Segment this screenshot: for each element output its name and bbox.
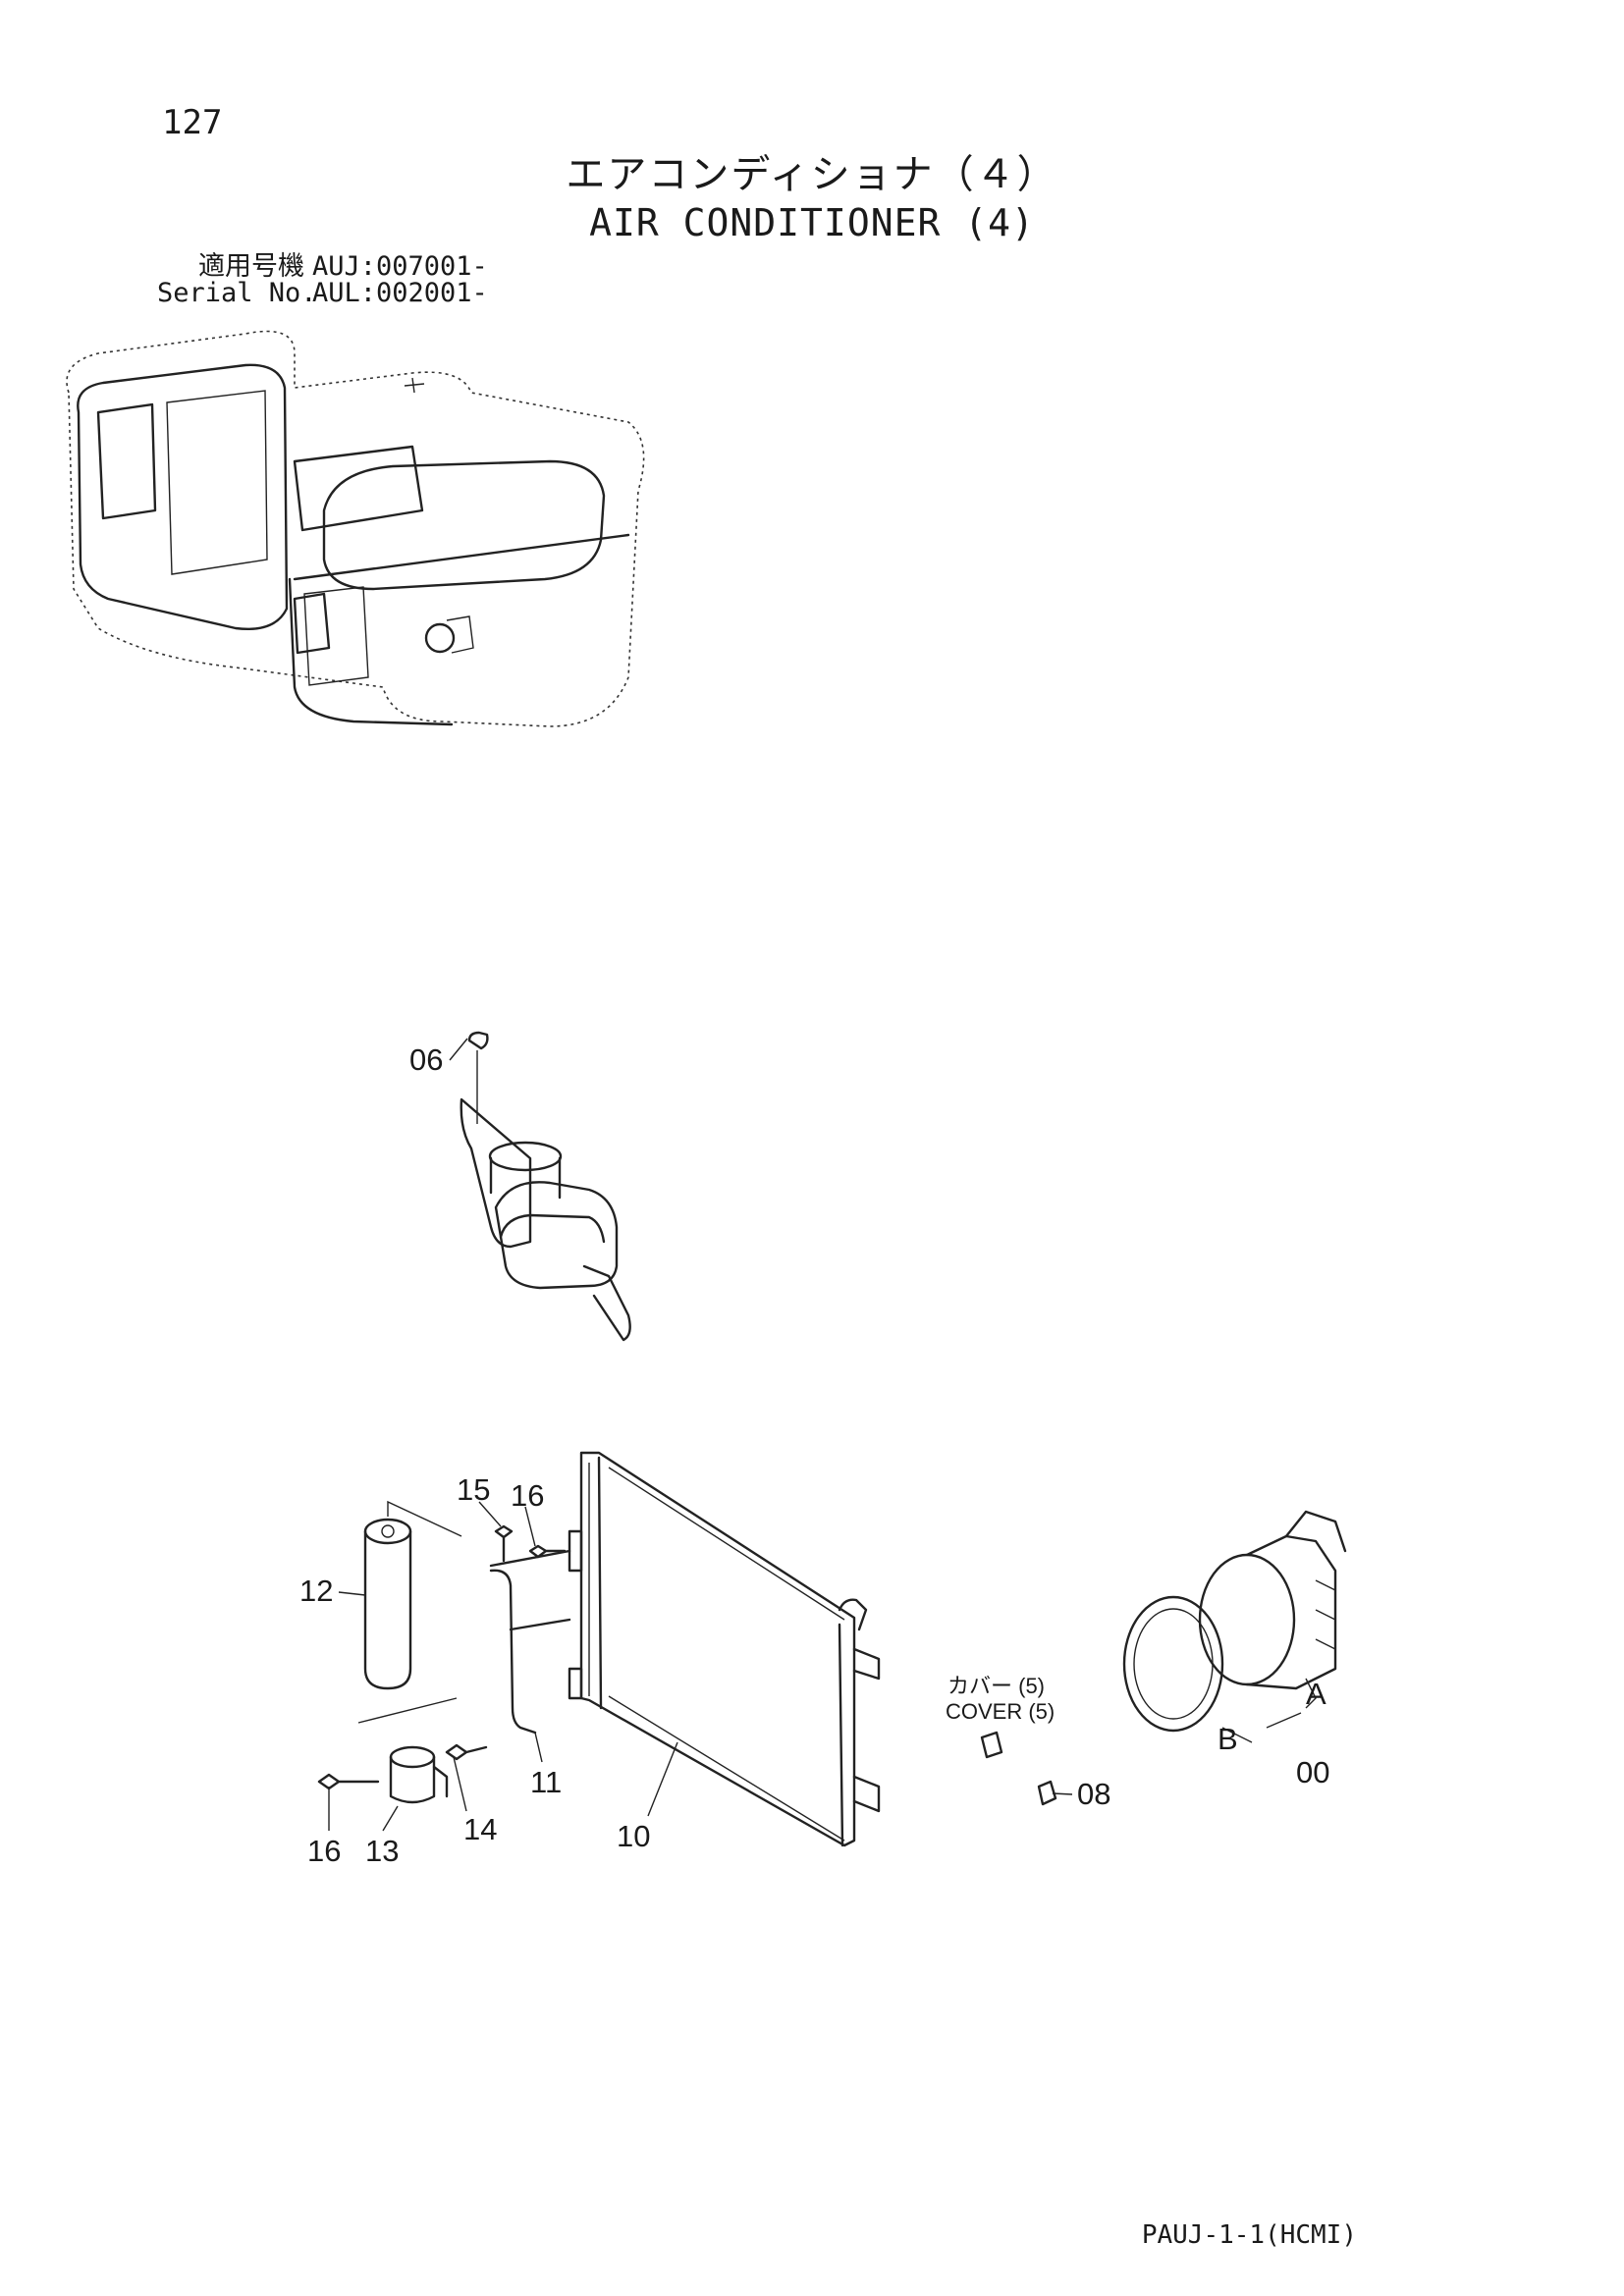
cover-label-jp: カバー (5) (947, 1674, 1046, 1698)
receiver-bracket-illustration (460, 1031, 631, 1342)
serial-label-en: Serial No. (157, 278, 317, 308)
serial-label-jp: 適用号機 (198, 251, 304, 282)
serial-value-en: AUL:002001- (312, 278, 488, 308)
excavator-overview-illustration (66, 330, 645, 727)
compressor-illustration (980, 1510, 1347, 1806)
callout-12: 12 (299, 1574, 334, 1608)
callout-11: 11 (530, 1765, 563, 1799)
title-english: AIR CONDITIONER (4) (589, 201, 1035, 244)
callout-14: 14 (463, 1812, 498, 1846)
page-number: 127 (162, 103, 223, 142)
title-japanese: エアコンディショナ（４） (566, 152, 1058, 197)
leader-lines (328, 1038, 1073, 1832)
callout-06: 06 (409, 1042, 444, 1077)
callout-16-top: 16 (511, 1478, 545, 1513)
serial-value-jp: AUJ:007001- (312, 251, 488, 282)
callout-15: 15 (457, 1472, 491, 1507)
condenser-illustration (579, 1451, 881, 1847)
callout-00: 00 (1296, 1755, 1330, 1789)
callout-16-bottom: 16 (307, 1834, 342, 1868)
callout-b: B (1218, 1722, 1238, 1756)
drier-tank-illustration (317, 1500, 583, 1804)
callout-a: A (1306, 1677, 1326, 1711)
drawing-code: PAUJ-1-1(HCMI) (1141, 2220, 1357, 2250)
callout-13: 13 (365, 1834, 400, 1868)
callout-08: 08 (1077, 1777, 1111, 1811)
cover-label-en: COVER (5) (946, 1699, 1056, 1724)
callout-10: 10 (617, 1819, 651, 1853)
